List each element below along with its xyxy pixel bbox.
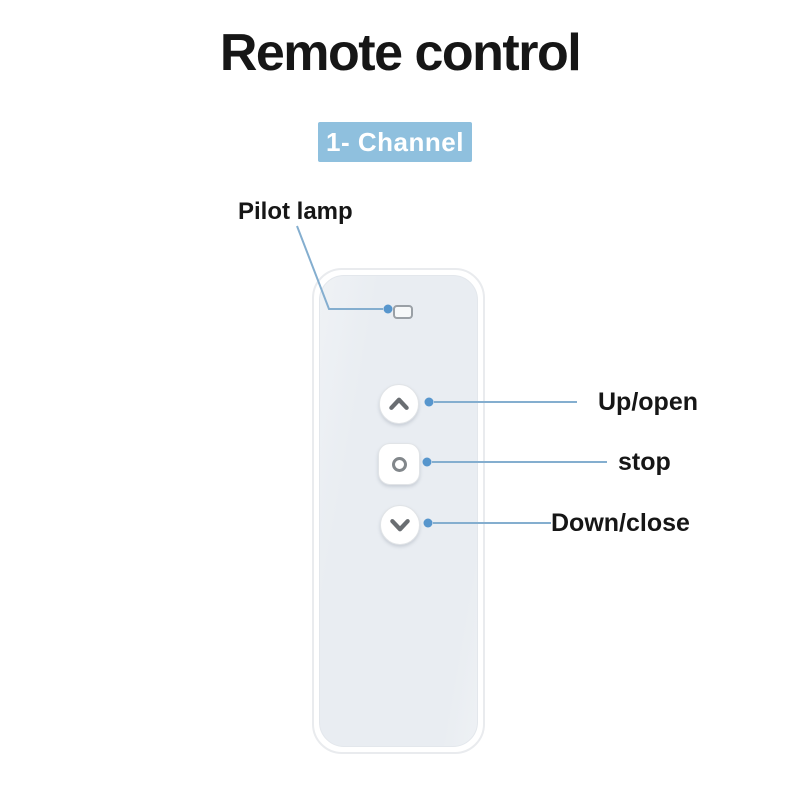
up-button: [379, 384, 419, 424]
up-open-label: Up/open: [598, 388, 698, 416]
channel-badge: 1- Channel: [318, 122, 472, 162]
pilot-lamp-label: Pilot lamp: [238, 198, 353, 225]
stop-button: [378, 443, 420, 485]
stop-label: stop: [618, 448, 671, 476]
pilot-lamp-led: [393, 305, 413, 319]
remote-front-panel: [319, 275, 478, 747]
down-close-label: Down/close: [551, 509, 690, 537]
chevron-down-icon: [390, 519, 410, 532]
chevron-up-icon: [389, 397, 409, 410]
down-button: [380, 505, 420, 545]
remote-control-body: [312, 268, 485, 754]
page-title: Remote control: [219, 24, 582, 82]
stop-ring-icon: [391, 456, 407, 472]
